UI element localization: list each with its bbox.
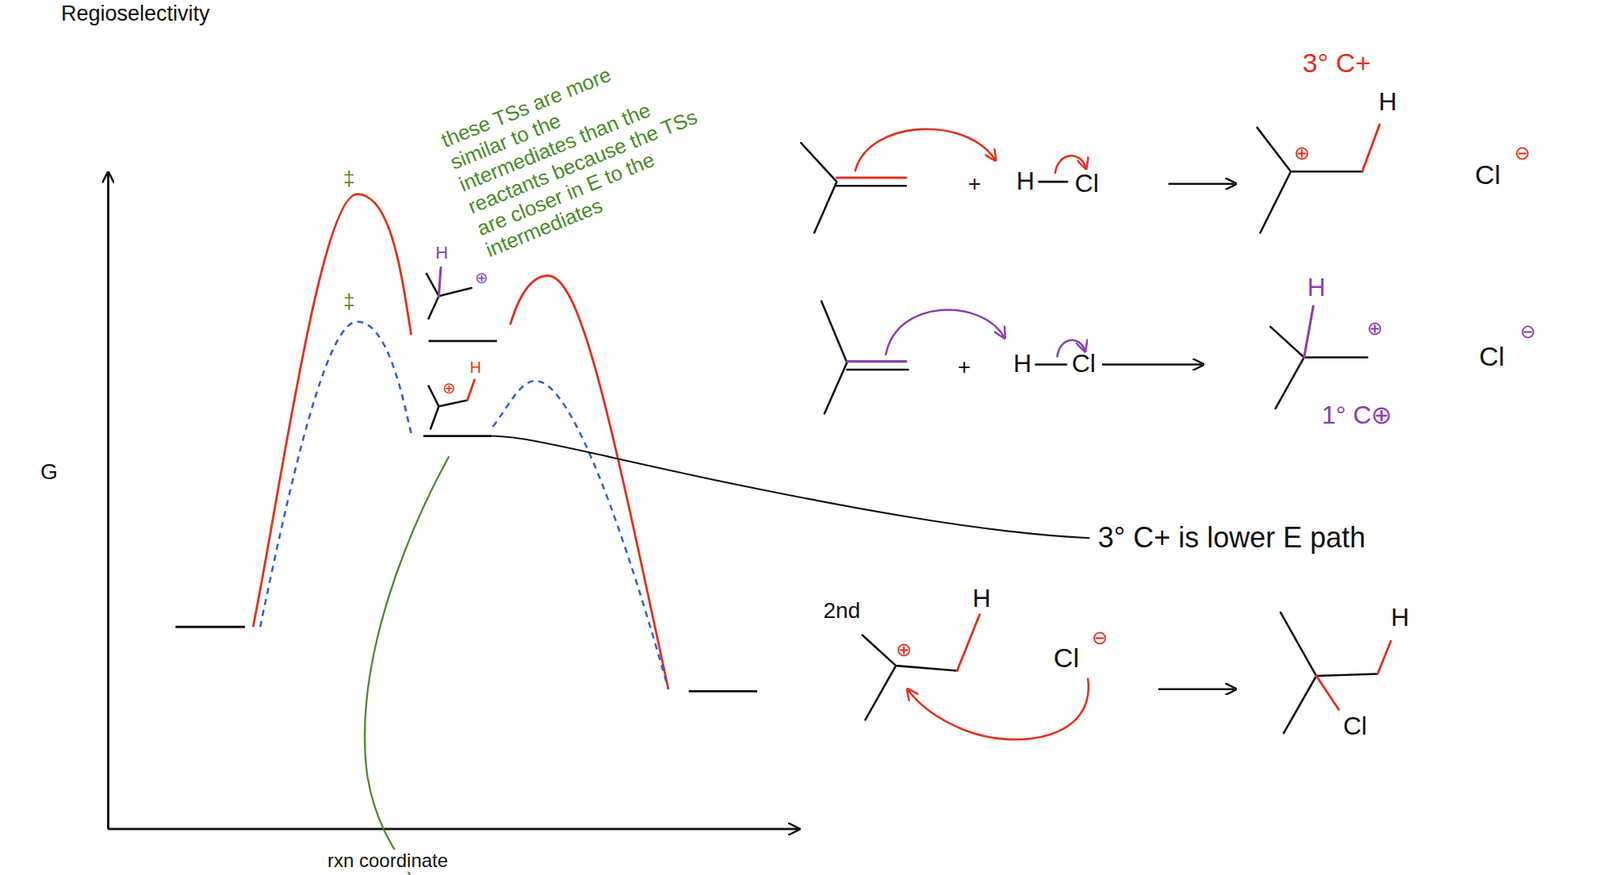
charge: ⊕ [474,268,489,287]
atom-label: H [1390,603,1409,632]
atom-label: Cl [1071,350,1096,379]
energy-curve [252,194,411,628]
ts-mark: ‡ [343,289,355,313]
axes [107,173,798,829]
curved-arrow [854,129,995,173]
atom-label: Cl [1075,169,1099,198]
atom-label: Cl [1053,643,1080,673]
axis-label: G [40,459,58,484]
atom-label: H [435,243,448,263]
axis-label: rxn coordinate [324,849,452,872]
x-axis [107,827,798,831]
curved-arrow [885,310,1004,356]
energy-level [175,340,758,691]
charge: ⊕ [442,378,456,397]
charge: ⊖ [1514,142,1531,164]
energy-curve-dashed [493,380,669,689]
charge: ⊖ [1091,627,1108,648]
charge: ⊕ [895,638,912,659]
reaction-arrow [1158,687,1236,690]
reaction-arrow [1102,363,1202,366]
carbocation-label: 1° C⊕ [1321,401,1394,429]
charge: ⊖ [1519,321,1536,342]
charge: ⊕ [1293,142,1310,164]
charge: ⊕ [1366,317,1383,339]
atom-label: Cl [1343,712,1367,741]
plus-sign: + [957,355,971,380]
atom-label: H [972,585,992,613]
y-axis [107,173,110,829]
curved-arrow [907,677,1088,740]
ts-mark: ‡ [343,167,355,191]
leader-line [491,436,1090,539]
leader-line [364,455,449,875]
annotation-note: these TSs are more similar to the interm… [437,38,720,263]
atom-label: H [1378,88,1398,116]
energy-curve [509,275,668,689]
atom-label: H [1016,167,1035,196]
reaction-arrow [1168,182,1236,185]
carbocation-label: 3° C+ [1302,48,1371,78]
atom-label: H [1307,273,1326,302]
highlight-bonds [438,267,1313,361]
energy-curve-dashed [260,321,411,627]
atom-label: Cl [1474,160,1501,191]
page-title: Regioselectivity [61,2,211,27]
plus-sign: + [968,171,981,196]
atom-label: H [470,358,482,376]
annotation: 3° C+ is lower E path [1098,521,1367,554]
step-label: 2nd [822,597,861,623]
atom-label: Cl [1479,342,1505,372]
atom-label: H [1013,350,1032,379]
